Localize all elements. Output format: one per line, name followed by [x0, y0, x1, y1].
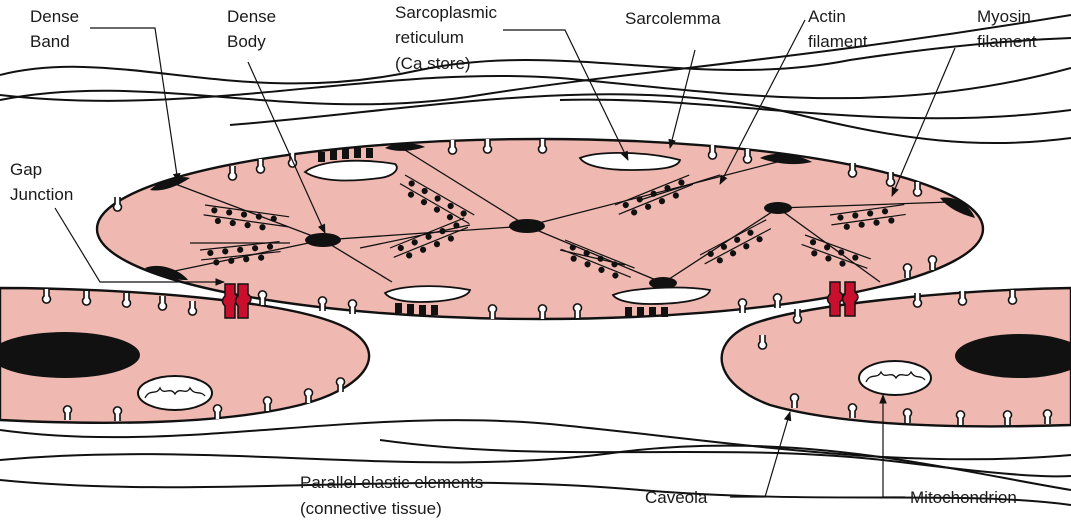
label-mitochondrion: Mitochondrion — [910, 488, 1017, 507]
label-sr-line2: reticulum — [395, 28, 464, 47]
connective-tissue-top — [0, 15, 1071, 143]
label-sarcoplasmic-reticulum: Sarcoplasmic reticulum (Ca store) — [395, 3, 498, 73]
label-actin-line1: Actin — [808, 7, 846, 26]
label-dense-band-line1: Dense — [30, 7, 79, 26]
label-myosin-line1: Myosin — [977, 7, 1031, 26]
label-gap-line2: Junction — [10, 185, 73, 204]
label-actin-filament: Actin filament — [808, 7, 868, 51]
label-caveola: Caveola — [645, 488, 708, 507]
label-gap-junction: Gap Junction — [10, 160, 73, 204]
label-sr-line1: Sarcoplasmic — [395, 3, 498, 22]
label-gap-line1: Gap — [10, 160, 42, 179]
label-sarcolemma: Sarcolemma — [625, 9, 721, 28]
label-sr-line3: (Ca store) — [395, 54, 471, 73]
label-dense-band: Dense Band — [30, 7, 79, 51]
label-dense-body: Dense Body — [227, 7, 276, 51]
label-parallel-line1: Parallel elastic elements — [300, 473, 483, 492]
left-cell — [0, 288, 369, 423]
right-mitochondrion — [859, 361, 931, 395]
label-dense-band-line2: Band — [30, 32, 70, 51]
label-dense-body-line1: Dense — [227, 7, 276, 26]
label-myosin-line2: filament — [977, 32, 1037, 51]
right-cell — [722, 288, 1071, 426]
label-parallel-elastic: Parallel elastic elements (connective ti… — [300, 473, 483, 518]
label-actin-line2: filament — [808, 32, 868, 51]
left-mitochondrion — [138, 376, 212, 410]
label-parallel-line2: (connective tissue) — [300, 499, 442, 518]
label-dense-body-line2: Body — [227, 32, 266, 51]
